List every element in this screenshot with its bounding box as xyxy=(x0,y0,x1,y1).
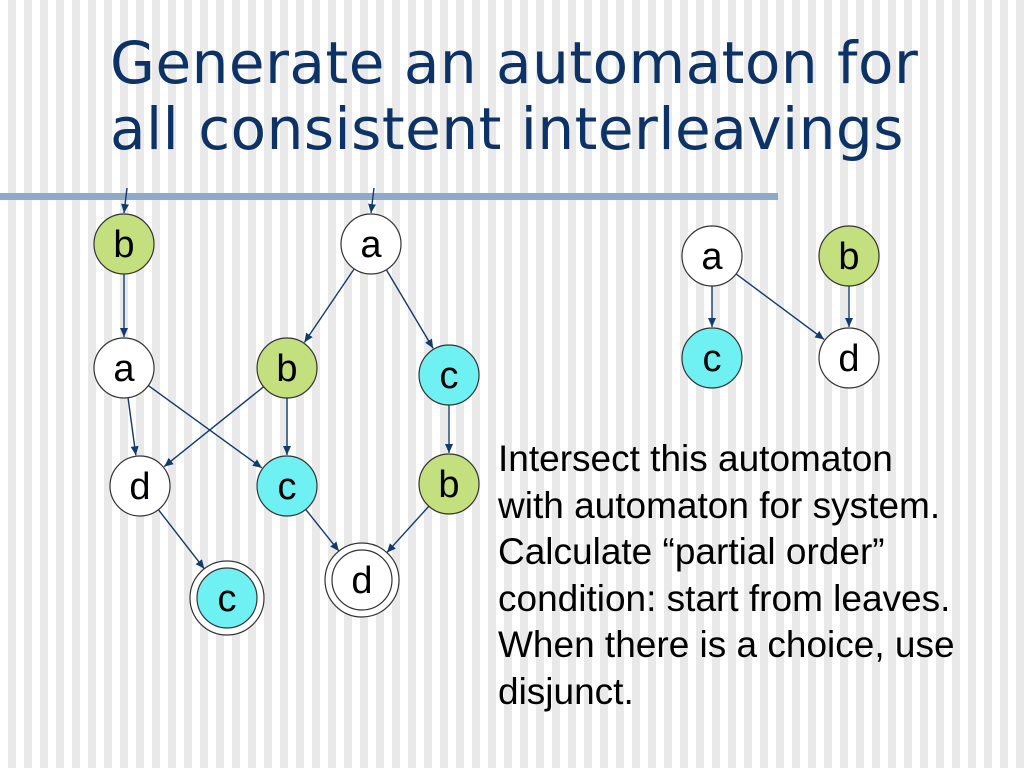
automaton-node-b: b xyxy=(418,453,480,515)
title-rule xyxy=(0,193,778,200)
automaton-node-a: a xyxy=(93,337,155,399)
automaton-node-d: d xyxy=(109,455,171,517)
node-label: b xyxy=(438,464,459,506)
node-circle xyxy=(818,327,880,389)
node-circle xyxy=(340,213,402,275)
node-circle xyxy=(681,327,743,389)
node-circle xyxy=(109,455,171,517)
node-circle xyxy=(331,549,393,611)
automaton-node-c: c xyxy=(256,455,318,517)
body-line-6: disjunct. xyxy=(498,670,634,712)
node-circle xyxy=(93,213,155,275)
node-circle xyxy=(818,225,880,287)
node-label: d xyxy=(838,338,859,380)
node-label: a xyxy=(113,348,135,390)
automaton-edge-10 xyxy=(305,509,340,552)
partial-order-node-c: c xyxy=(681,327,743,389)
title-line-2: all consistent interleavings xyxy=(110,95,904,163)
automaton-node-d: d xyxy=(324,542,400,618)
node-label: a xyxy=(701,236,723,278)
partial-order-edge-2 xyxy=(735,273,825,341)
node-circle xyxy=(681,225,743,287)
node-label: c xyxy=(440,355,459,397)
automaton-edge-4 xyxy=(303,268,355,343)
partial-order-node-a: a xyxy=(681,225,743,287)
body-line-1: Intersect this automaton xyxy=(498,438,893,479)
body-text: Intersect this automaton with automaton … xyxy=(498,436,1008,715)
node-circle xyxy=(418,453,480,515)
body-line-4: condition: start from leaves. xyxy=(498,577,951,619)
node-label: a xyxy=(360,224,382,266)
title-line-1: Generate an automaton for xyxy=(110,29,919,97)
initial-arrow-1 xyxy=(121,187,130,214)
automaton-node-c: c xyxy=(418,344,480,406)
automaton-edge-3 xyxy=(147,385,263,469)
automaton-node-c: c xyxy=(189,560,265,636)
node-label: c xyxy=(218,578,237,620)
automaton-edge-9 xyxy=(157,509,205,570)
initial-arrow-2 xyxy=(368,187,377,214)
automaton-edge-6 xyxy=(163,386,265,468)
node-circle xyxy=(418,344,480,406)
nodes-layer: b a a b c d c b c d a b c d xyxy=(93,213,880,636)
node-label: b xyxy=(113,224,134,266)
edges-layer xyxy=(120,187,853,570)
automaton-edge-11 xyxy=(386,505,430,554)
node-circle xyxy=(93,337,155,399)
slide-title: Generate an automaton for all consistent… xyxy=(110,30,1010,162)
body-line-5: When there is a choice, use xyxy=(498,624,955,665)
node-label: c xyxy=(278,466,297,508)
automaton-edge-5 xyxy=(385,269,434,349)
node-circle xyxy=(256,455,318,517)
partial-order-node-b: b xyxy=(818,225,880,287)
node-label: d xyxy=(351,560,372,602)
node-label: b xyxy=(276,348,297,390)
body-line-3: Calculate “partial order” xyxy=(498,531,885,572)
node-label: b xyxy=(838,236,859,278)
node-circle xyxy=(256,337,318,399)
body-line-2: with automaton for system. xyxy=(498,484,941,526)
automaton-node-b: b xyxy=(256,337,318,399)
partial-order-node-d: d xyxy=(818,327,880,389)
automaton-node-a: a xyxy=(340,213,402,275)
node-label: d xyxy=(129,466,150,508)
node-circle xyxy=(196,567,258,629)
node-label: c xyxy=(703,338,722,380)
automaton-edge-2 xyxy=(127,397,139,456)
automaton-node-b: b xyxy=(93,213,155,275)
